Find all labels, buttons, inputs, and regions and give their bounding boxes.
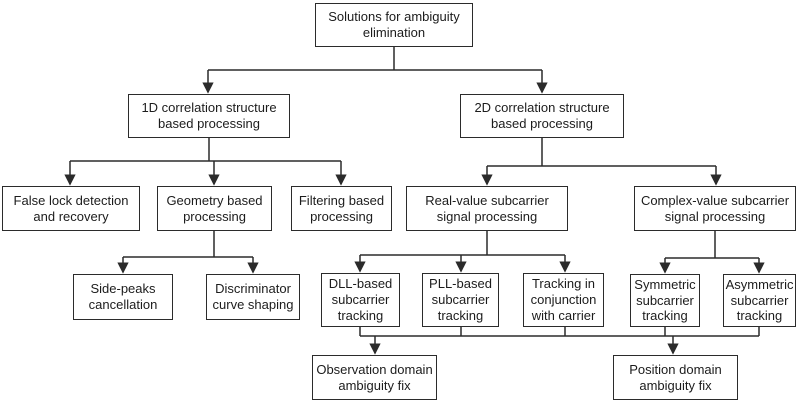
edge-root-split	[202, 47, 548, 94]
node-pll-tracking: PLL-based subcarrier tracking	[422, 273, 499, 327]
edge-2d-split	[481, 138, 722, 186]
node-asymmetric: Asymmetric subcarrier tracking	[723, 274, 796, 327]
node-filtering: Filtering based processing	[291, 186, 392, 231]
edge-geometry-split	[117, 231, 259, 274]
node-side-peaks: Side-peaks cancellation	[73, 274, 173, 320]
edge-complex-value-split	[659, 231, 765, 274]
node-geometry: Geometry based processing	[157, 186, 272, 231]
node-observation-fix: Observation domain ambiguity fix	[312, 355, 437, 400]
node-position-fix: Position domain ambiguity fix	[613, 355, 738, 400]
edge-1d-split	[64, 138, 347, 186]
node-dll-tracking: DLL-based subcarrier tracking	[321, 273, 400, 327]
node-false-lock: False lock detection and recovery	[2, 186, 140, 231]
node-symmetric: Symmetric subcarrier tracking	[630, 274, 700, 327]
node-2d-correlation: 2D correlation structure based processin…	[460, 94, 624, 138]
node-complex-value: Complex-value subcarrier signal processi…	[634, 186, 796, 231]
node-tracking-carrier: Tracking in conjunction with carrier	[523, 273, 604, 327]
node-real-value: Real-value subcarrier signal processing	[406, 186, 568, 231]
edge-real-value-split	[354, 231, 571, 273]
node-solutions: Solutions for ambiguity elimination	[315, 3, 473, 47]
node-discriminator: Discriminator curve shaping	[206, 274, 300, 320]
edge-bottom-collector	[359, 327, 760, 355]
node-1d-correlation: 1D correlation structure based processin…	[128, 94, 290, 138]
